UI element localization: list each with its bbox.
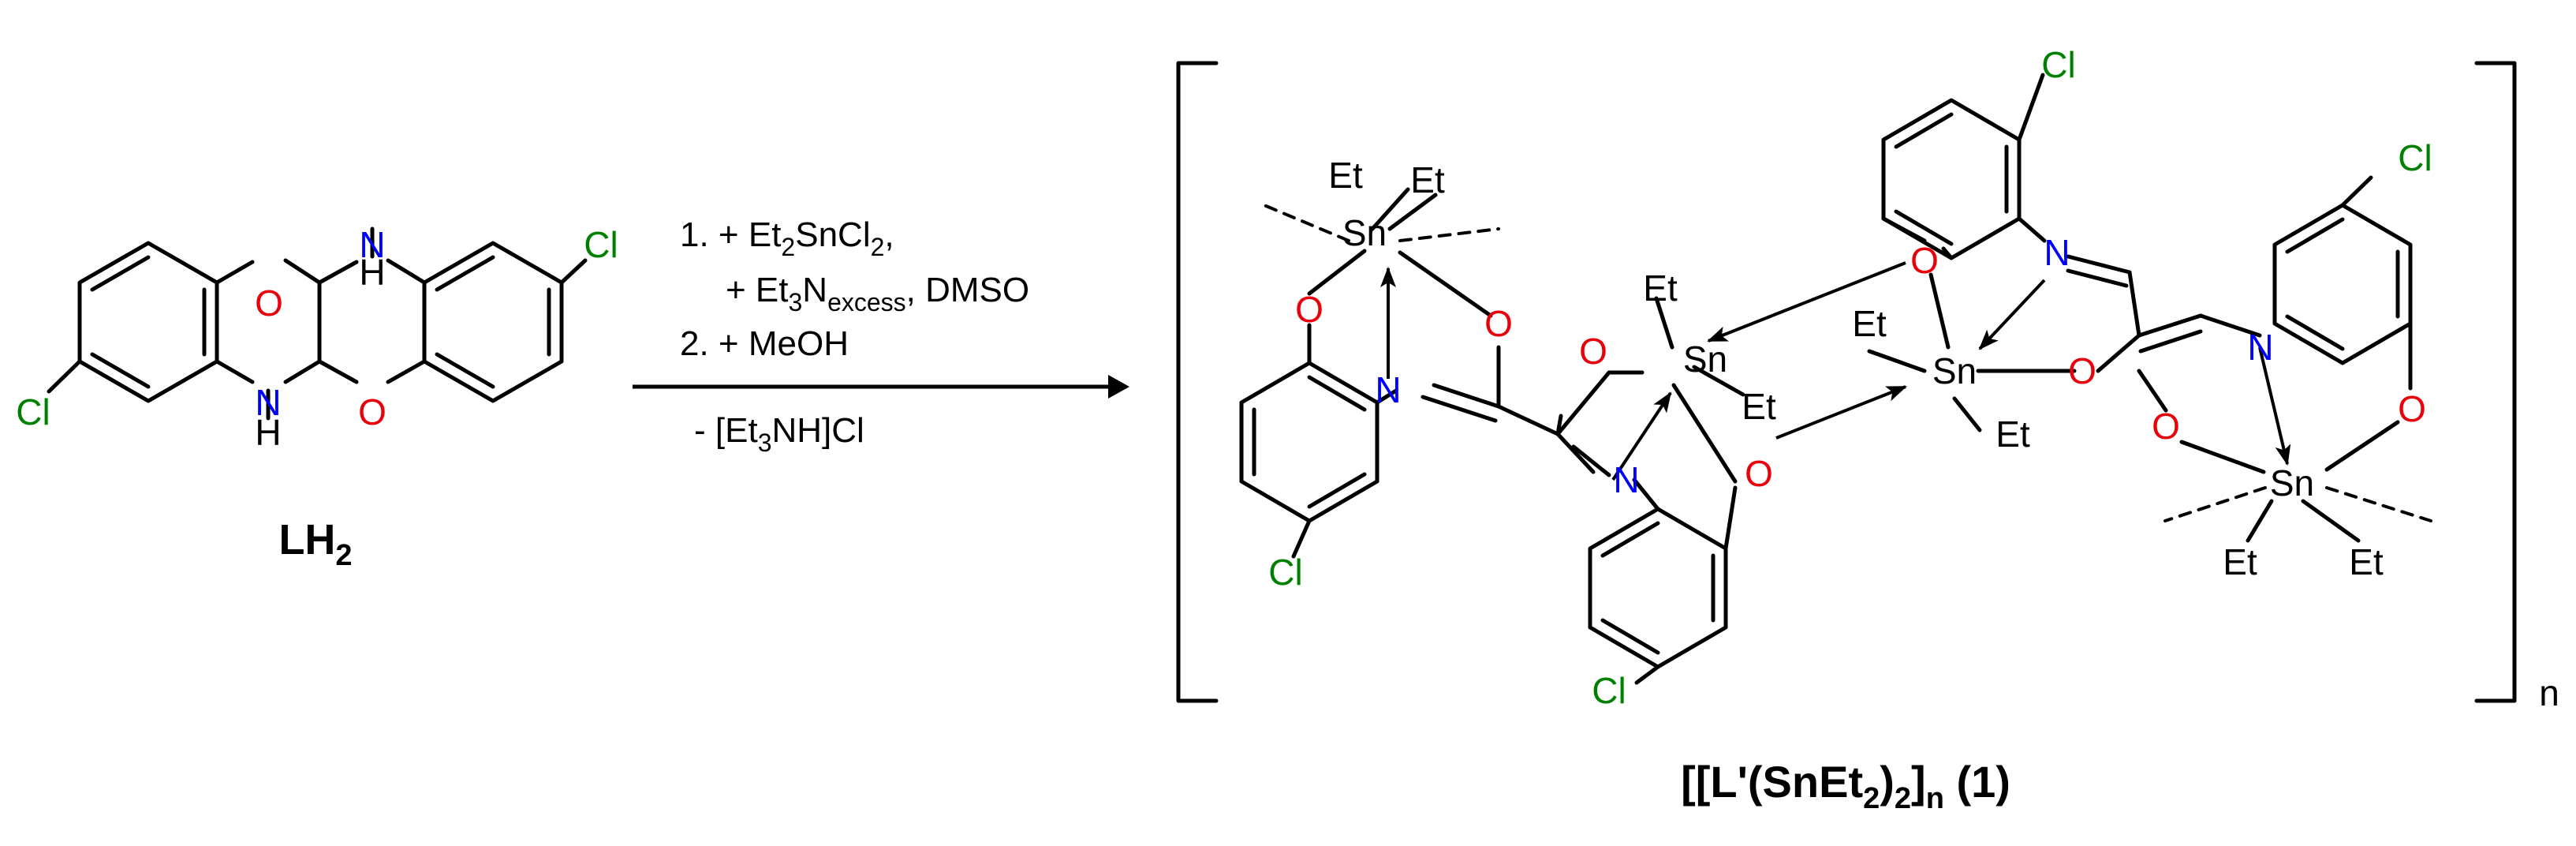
atom-o: O [1910,240,1939,281]
atom-cl: Cl [2398,137,2432,178]
bracket-index: n [2539,672,2559,713]
atom-n: N [2247,327,2273,368]
atom-et: Et [2349,541,2384,582]
atom-sn: Sn [1342,212,1387,253]
atom-o: O [2398,388,2426,429]
atom-cl: Cl [2041,44,2075,85]
atom-et: Et [1410,159,1445,200]
condition-byproduct: - [Et3NH]Cl [694,411,864,457]
atom-n: N [1375,369,1401,410]
condition-step2: 2. + MeOH [680,324,849,363]
atom-et: Et [1742,386,1776,427]
atom-o: O [1295,289,1323,330]
atom-et: Et [2223,541,2257,582]
condition-step1: 1. + Et2SnCl2, [680,215,894,261]
reaction-conditions: 1. + Et2SnCl2, + Et3Nexcess, DMSO 2. + M… [680,215,1029,457]
product-structure: Sn Et Et O O N Cl O N O Cl Sn Et Et Cl O… [1239,44,2432,711]
atom-cl: Cl [1592,670,1626,711]
reactant-lh2: O N H N H O Cl Cl LH2 [16,224,618,572]
atom-h: H [255,412,281,453]
atom-et: Et [1995,414,2030,455]
atom-o: O [1579,331,1607,372]
atom-o: O [358,391,386,432]
atom-et: Et [1852,303,1887,344]
atom-cl: Cl [16,391,50,432]
condition-base: + Et3Nexcess, DMSO [726,271,1029,316]
atom-sn: Sn [2270,462,2314,503]
atom-n: N [1613,459,1639,500]
atom-o: O [2152,406,2180,447]
atom-sn: Sn [1683,339,1727,380]
atom-n: N [359,224,385,265]
atom-cl: Cl [584,224,618,265]
atom-n: N [255,382,281,423]
atom-h: H [359,252,385,293]
atom-et: Et [1643,268,1678,309]
atom-cl: Cl [1268,552,1302,593]
atom-sn: Sn [1932,350,1977,391]
reactant-label: LH2 [278,516,352,572]
atom-o: O [1484,303,1513,344]
atom-o: O [1745,453,1773,494]
polymer-brackets: n [1176,61,2559,713]
atom-o: O [2068,350,2096,391]
atom-o: O [255,283,283,324]
product-label: [[L'(SnEt2)2]n (1) [1681,757,2010,815]
reaction-arrow [633,375,1129,399]
atom-et: Et [1328,155,1363,196]
atom-n: N [2044,232,2070,273]
